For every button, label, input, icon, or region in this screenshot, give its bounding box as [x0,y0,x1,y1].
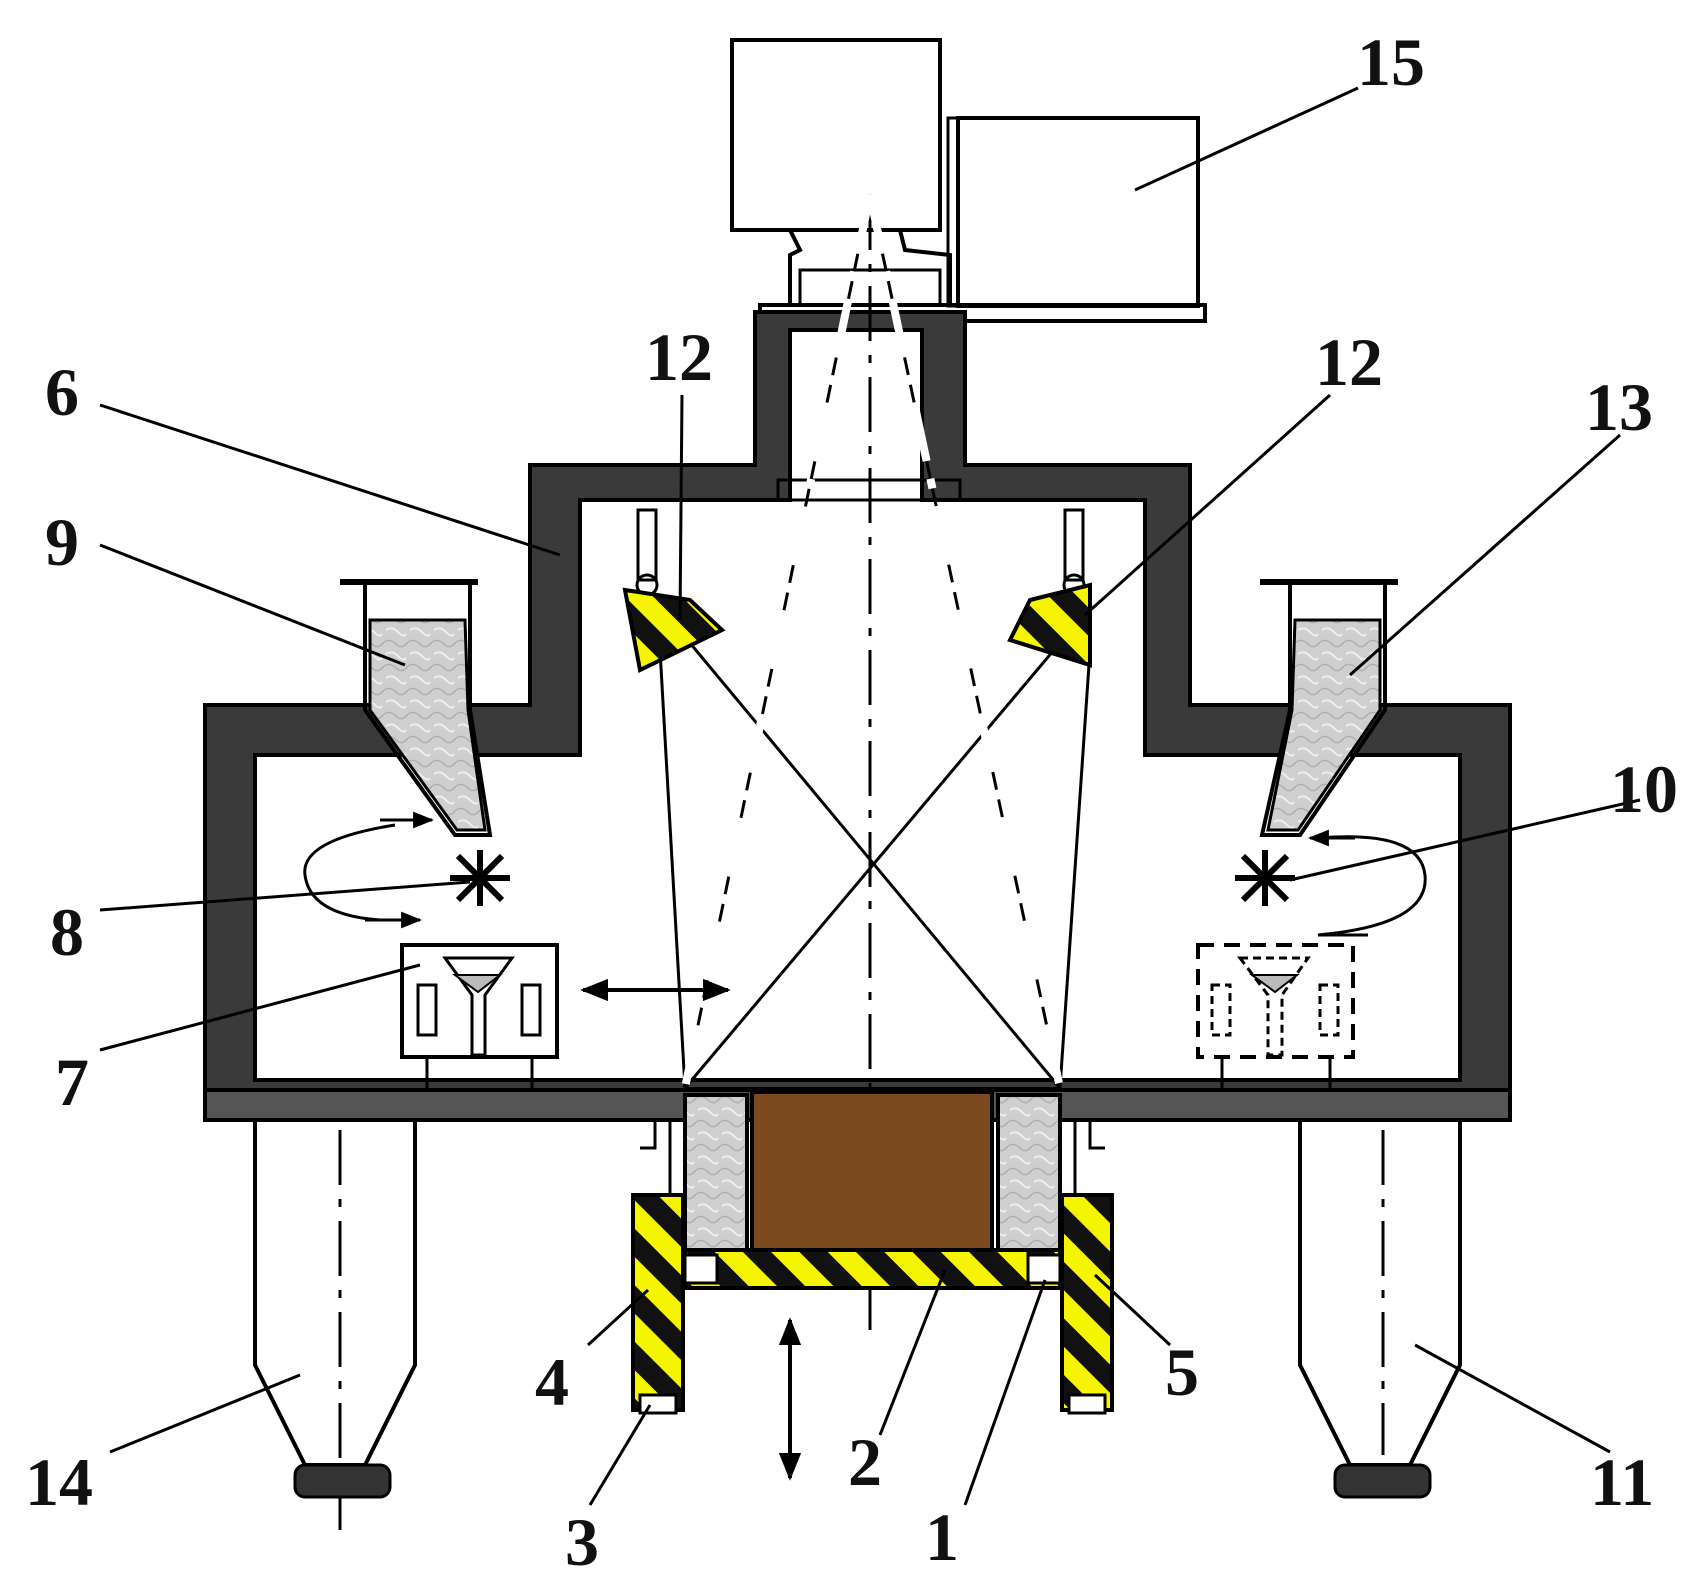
powder-hopper-left [340,579,493,837]
callout-14: 14 [25,1444,93,1520]
roller-star-icon [1235,850,1295,906]
platform-seal-left [683,1253,719,1285]
callout-7: 7 [55,1044,89,1120]
camera-unit [730,38,1207,323]
rotation-arrow-icon [1307,829,1427,937]
leader-lines [99,86,1641,1506]
callout-8: 8 [50,894,84,970]
recoater-left [400,943,559,1092]
overflow-container-right [1298,1120,1462,1499]
callout-15: 15 [1357,24,1425,100]
build-platform [683,1248,1062,1290]
rotation-arrow-icon [303,811,435,929]
callout-6: 6 [45,354,79,430]
callout-13: 13 [1585,369,1653,445]
cylinder-wall-left [631,1193,685,1412]
callout-4: 4 [535,1344,569,1420]
powder-bed-right [996,1093,1062,1252]
callout-2: 2 [848,1424,882,1500]
overflow-container-left [253,1120,417,1530]
built-part [750,1090,994,1252]
callout-5: 5 [1165,1334,1199,1410]
cylinder-wall-right [1060,1193,1114,1412]
callout-12-right: 12 [1315,324,1383,400]
callout-labels: 15 12 12 6 13 9 10 8 7 4 5 2 3 1 14 11 [25,24,1678,1580]
callout-3: 3 [565,1504,599,1580]
light-source-right [1007,508,1092,668]
callout-1: 1 [925,1499,959,1575]
callout-9: 9 [45,504,79,580]
recoater-right-dashed [1196,943,1355,1092]
callout-11: 11 [1590,1444,1654,1520]
powder-bed-left [683,1093,749,1252]
camera-body [730,38,942,232]
roller-star-icon [450,850,510,906]
control-unit-box [956,116,1200,308]
optical-paths [658,194,1092,1330]
light-source-left [622,508,726,673]
platform-seal-right [1026,1253,1062,1285]
callout-10: 10 [1610,751,1678,827]
lens-mount [786,228,952,307]
build-cylinder [631,1090,1114,1415]
callout-12-left: 12 [645,319,713,395]
